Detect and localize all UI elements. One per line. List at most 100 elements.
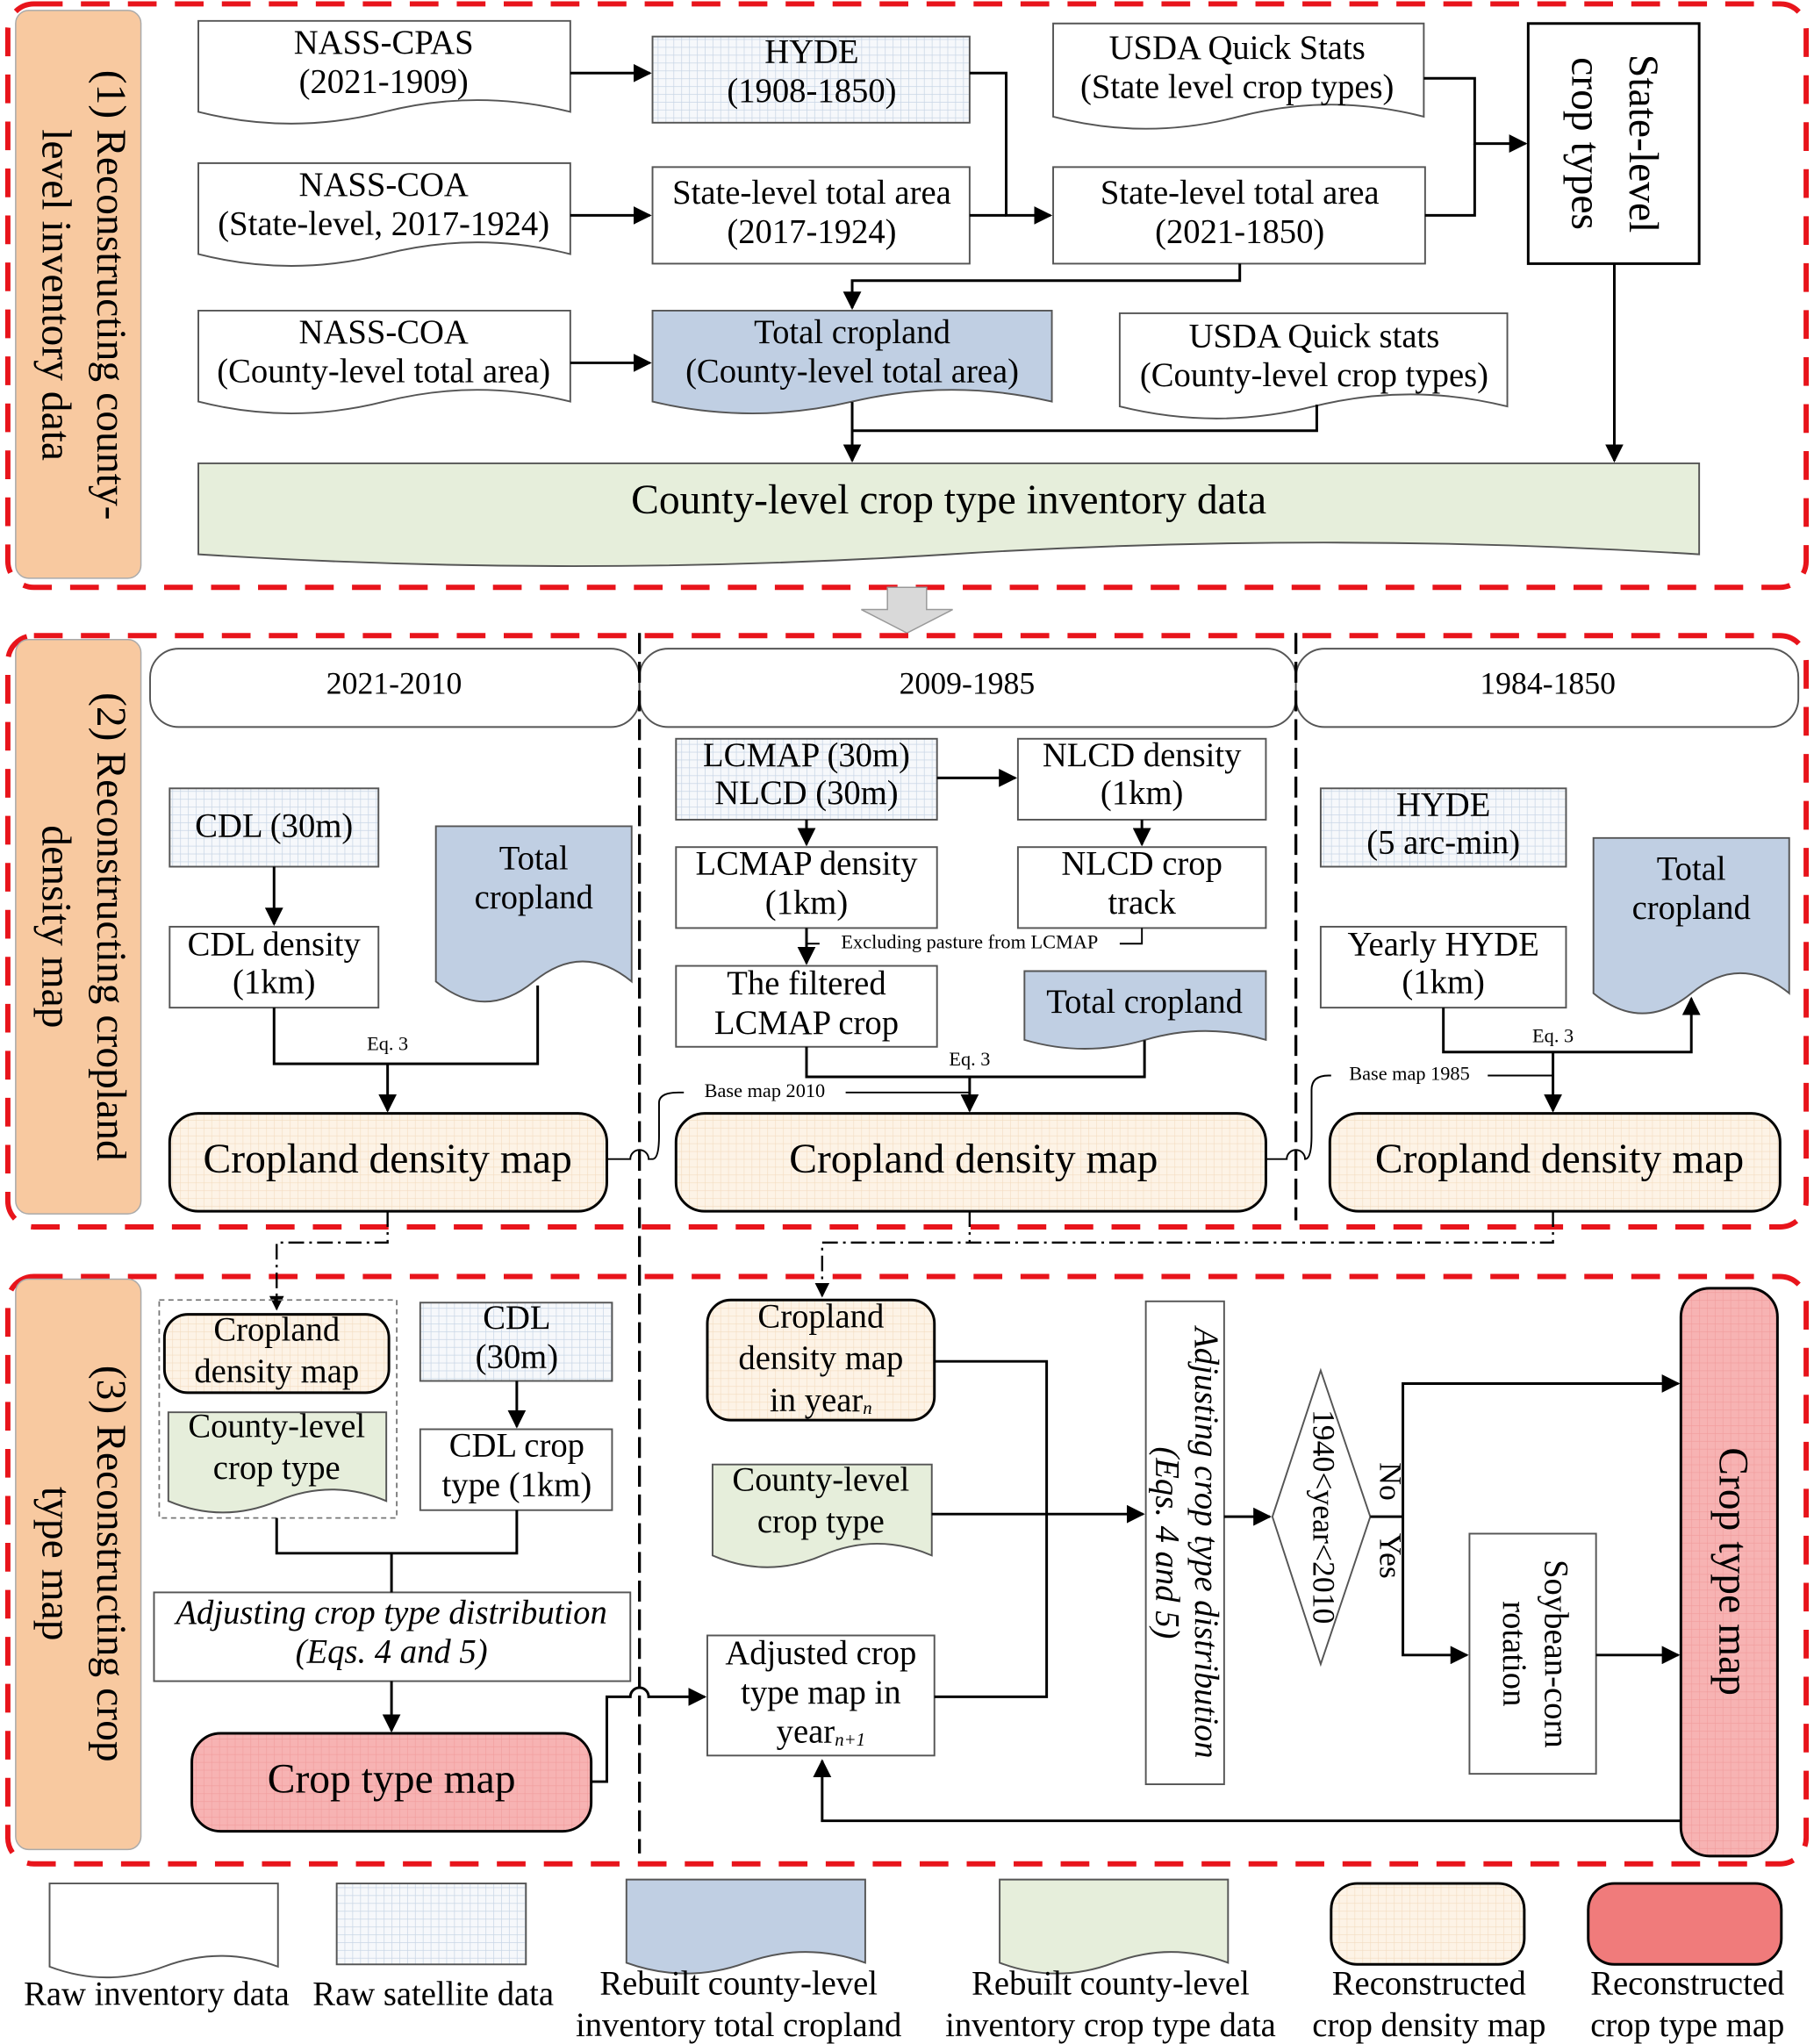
- filtered-lcmap-label: The filtered: [727, 965, 885, 1002]
- nass-coa-county-sub: (County-level total area): [217, 354, 550, 391]
- legend-crop-type-label: Rebuilt county-level: [972, 1965, 1250, 2002]
- total-cropland-label: Total: [499, 840, 569, 877]
- usda-qs-state-title: USDA Quick Stats: [1109, 30, 1366, 67]
- county-crop-type-label: crop type: [213, 1450, 341, 1487]
- section-3-label-line1: (3) Reconstructing crop: [88, 1366, 133, 1762]
- adjusting-label: Adjusting crop type distribution: [173, 1595, 606, 1632]
- adjusting-box: [153, 1591, 632, 1682]
- section-2-label-box: [15, 638, 142, 1215]
- eq3-label: Eq. 3: [949, 1048, 990, 1070]
- inputs-group: [158, 1299, 398, 1519]
- section-3-border: [4, 1273, 1810, 1867]
- cropland-density-map-label: Cropland density map: [1375, 1137, 1744, 1182]
- rotation-label: rotation: [1495, 1601, 1532, 1706]
- total-cropland-label: Total cropland: [1046, 984, 1243, 1021]
- total-cropland-title: Total cropland: [754, 314, 950, 351]
- section-3-label-box: [15, 1278, 142, 1851]
- nass-coa-state-title: NASS-COA: [299, 167, 469, 204]
- legend-type-map-label: crop type map: [1590, 2007, 1784, 2044]
- section-2-label-line1: (2) Reconstructing cropland: [88, 692, 133, 1161]
- nlcd-30m-label: NLCD (30m): [714, 775, 898, 812]
- total-cropland-county-doc: [651, 309, 1053, 415]
- hyde-years: (1908-1850): [727, 73, 896, 110]
- usda-qs-county-doc: [1118, 312, 1509, 420]
- total-cropland-sub: (County-level total area): [685, 354, 1019, 391]
- legend-total-cropland-swatch: [625, 1878, 866, 1975]
- section-1-border: [4, 1, 1810, 591]
- usda-qs-county-sub: (County-level crop types): [1140, 357, 1488, 394]
- density-year-label: Cropland: [757, 1298, 884, 1335]
- period-label: 2009-1985: [900, 665, 1036, 700]
- year-text: year: [777, 1713, 835, 1750]
- cropland-density-map-label: density map: [194, 1353, 359, 1390]
- legend-raw-inventory-label: Raw inventory data: [24, 1976, 290, 2012]
- year-subscript: n+1: [835, 1729, 865, 1750]
- yearly-hyde-label: Yearly HYDE: [1348, 927, 1539, 964]
- cdl-density-box: [168, 925, 380, 1009]
- cdl-crop-type-label: type (1km): [442, 1467, 592, 1503]
- year-subscript: n: [863, 1397, 871, 1418]
- yearly-hyde-res: (1km): [1402, 965, 1484, 1001]
- total-cropland-doc-col2: [1023, 970, 1267, 1050]
- cropland-density-map-label: Cropland density map: [789, 1137, 1158, 1182]
- density-year-label: in yearn: [770, 1382, 872, 1419]
- period-label: 2021-2010: [326, 665, 462, 700]
- legend-density-label: Reconstructed: [1332, 1965, 1526, 2002]
- county-crop-type-doc: [167, 1411, 388, 1514]
- lcmap-density-label: LCMAP density: [695, 845, 918, 882]
- state-total-area-a-years: (2017-1924): [727, 214, 896, 251]
- period-label: 1984-1850: [1480, 665, 1616, 700]
- nlcd-density-box: [1016, 737, 1267, 821]
- state-total-area-a-title: State-level total area: [672, 175, 951, 212]
- adjusted-label: Adjusted crop: [725, 1635, 916, 1672]
- year-condition-label: 1940<year<2010: [1307, 1409, 1342, 1624]
- crop-type-map-left: [190, 1732, 593, 1833]
- cdl-label: CDL: [483, 1300, 550, 1337]
- nass-cpas-doc: [197, 19, 571, 125]
- nass-cpas-title: NASS-CPAS: [294, 25, 474, 61]
- excluding-pasture-note: Excluding pasture from LCMAP: [841, 930, 1098, 952]
- section-2: (2) Reconstructing cropland density map …: [4, 633, 1810, 1854]
- state-crop-types-line1: State-level: [1620, 54, 1666, 233]
- section-2-border: [4, 633, 1810, 1230]
- usda-qs-county-title: USDA Quick stats: [1189, 319, 1440, 355]
- section-1: (1) Reconstructing county- level invento…: [4, 1, 1810, 591]
- legend-total-cropland-label: Rebuilt county-level: [599, 1965, 878, 2002]
- section-3-connectors: [275, 1359, 1681, 1823]
- down-arrow-icon: [861, 586, 953, 635]
- section-3-label-line2: type map: [33, 1487, 79, 1641]
- year-condition-diamond: [1271, 1367, 1372, 1667]
- cropland-density-map-col3: [1328, 1112, 1782, 1213]
- lcmap-density-res: (1km): [765, 885, 848, 922]
- soybean-corn-rotation-box: [1468, 1532, 1597, 1775]
- total-cropland-label: cropland: [1632, 890, 1751, 927]
- county-crop-type-label: County-level: [732, 1461, 909, 1498]
- inventory-doc: [197, 462, 1701, 568]
- cropland-density-map-label: Cropland density map: [204, 1137, 572, 1182]
- cdl-30m-box: [419, 1302, 613, 1382]
- year-text: in year: [770, 1382, 863, 1419]
- legend-crop-type-swatch: [999, 1878, 1230, 1975]
- crop-type-map-label: Crop type map: [1710, 1447, 1755, 1696]
- cdl-density-res: (1km): [233, 965, 315, 1001]
- county-crop-type-label: crop type: [757, 1503, 885, 1540]
- filtered-lcmap-label: LCMAP crop: [714, 1005, 899, 1042]
- usda-qs-state-sub: (State level crop types): [1080, 68, 1394, 105]
- section-1-connectors: [570, 63, 1624, 463]
- cdl-crop-type-label: CDL crop: [449, 1428, 584, 1465]
- nass-coa-county-doc: [197, 309, 571, 414]
- eq3-label: Eq. 3: [1532, 1024, 1574, 1046]
- cropland-density-map-input: [162, 1313, 391, 1395]
- hyde-title: HYDE: [764, 33, 858, 70]
- county-crop-type-label: County-level: [188, 1408, 365, 1445]
- legend-type-map-swatch: [1587, 1882, 1783, 1966]
- period-header-1984-1850: [1294, 648, 1800, 728]
- inventory-title: County-level crop type inventory data: [631, 477, 1266, 523]
- total-cropland-label: cropland: [475, 879, 593, 916]
- nass-coa-county-title: NASS-COA: [299, 314, 469, 351]
- crop-type-map-right: [1679, 1287, 1779, 1858]
- total-cropland-label: Total: [1657, 850, 1726, 887]
- legend-type-map-label: Reconstructed: [1590, 1965, 1784, 2002]
- state-total-area-b-title: State-level total area: [1101, 175, 1380, 212]
- cdl-30m-box: [168, 787, 380, 868]
